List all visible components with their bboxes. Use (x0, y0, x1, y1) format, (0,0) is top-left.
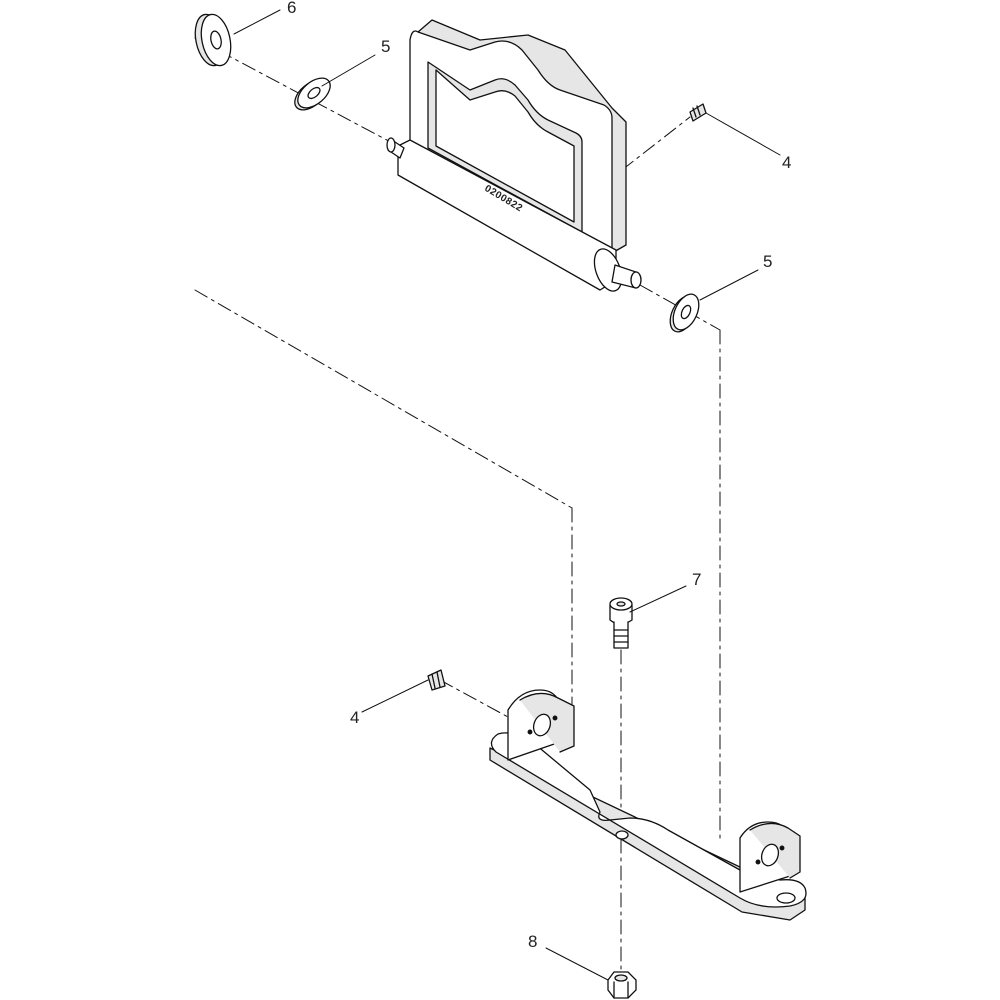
callout-7-bolt: 7 (692, 570, 701, 589)
callout-8-nut: 8 (528, 932, 537, 951)
cap-screw-7 (609, 597, 633, 649)
callout-5-washer-lower: 5 (763, 252, 772, 271)
hex-nut-8 (607, 971, 637, 999)
washer-5-lower (669, 293, 700, 333)
callout-numbers: 6 5 4 5 7 4 8 (287, 0, 791, 951)
callout-4-pin-upper: 4 (782, 153, 791, 172)
handle-assembly: 0200822 (386, 19, 642, 292)
set-screw-4-upper (689, 103, 707, 122)
callout-6-washer: 6 (287, 0, 296, 17)
leader-lines (233, 9, 781, 981)
washer-6 (194, 13, 232, 67)
base-plate (489, 689, 807, 921)
washer-5-upper (294, 77, 331, 111)
callout-4-pin-lower: 4 (350, 708, 359, 727)
set-screw-4-lower (427, 669, 446, 691)
callout-5-washer-upper: 5 (381, 37, 390, 56)
